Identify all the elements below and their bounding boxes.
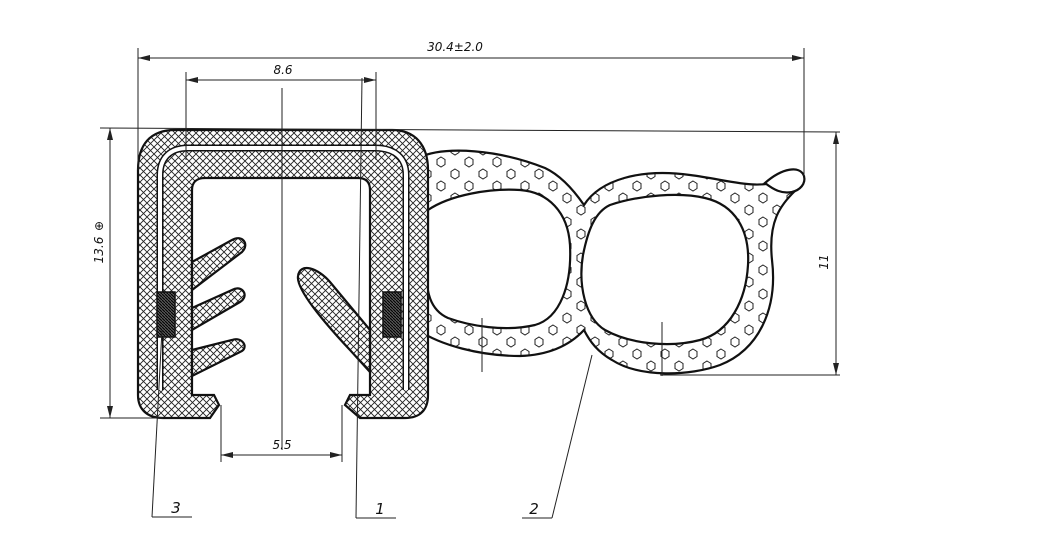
callout-3-label: 3 <box>171 499 181 517</box>
dimension-slot-width: 5.5 <box>220 405 343 462</box>
bulb-height-label: 11 <box>817 254 831 269</box>
callout-3: 3 <box>151 329 192 518</box>
foam-bulb-part <box>416 149 806 375</box>
left-fin-middle <box>190 287 246 332</box>
insert-right <box>382 291 402 338</box>
dimension-overall-width: 30.4±2.0 <box>137 40 805 176</box>
insert-left <box>156 291 176 338</box>
foam-bulb-left-hollow <box>426 188 572 330</box>
inner-top-width-label: 8.6 <box>273 63 292 77</box>
u-channel-body <box>136 128 430 420</box>
dimension-height: 13.6 ⊕ <box>92 127 841 419</box>
dimension-bulb-height: 11 <box>660 132 840 376</box>
slot-width-label: 5.5 <box>272 438 291 452</box>
callout-2: 2 <box>522 354 593 519</box>
callout-2-label: 2 <box>529 500 539 518</box>
right-gripping-lip <box>296 266 372 375</box>
u-channel-part <box>136 128 430 420</box>
overall-width-label: 30.4±2.0 <box>427 40 483 54</box>
height-marker: ⊕ <box>92 221 106 231</box>
left-fin-lower <box>190 338 246 378</box>
foam-bulb-tail <box>763 168 806 194</box>
dimension-inner-top-width: 8.6 <box>185 63 377 160</box>
callout-1-label: 1 <box>375 500 385 518</box>
height-label: 13.6 <box>92 236 106 263</box>
left-fin-upper <box>190 237 247 293</box>
foam-bulb-right-hollow <box>580 193 750 346</box>
callout-1: 1 <box>355 77 396 519</box>
